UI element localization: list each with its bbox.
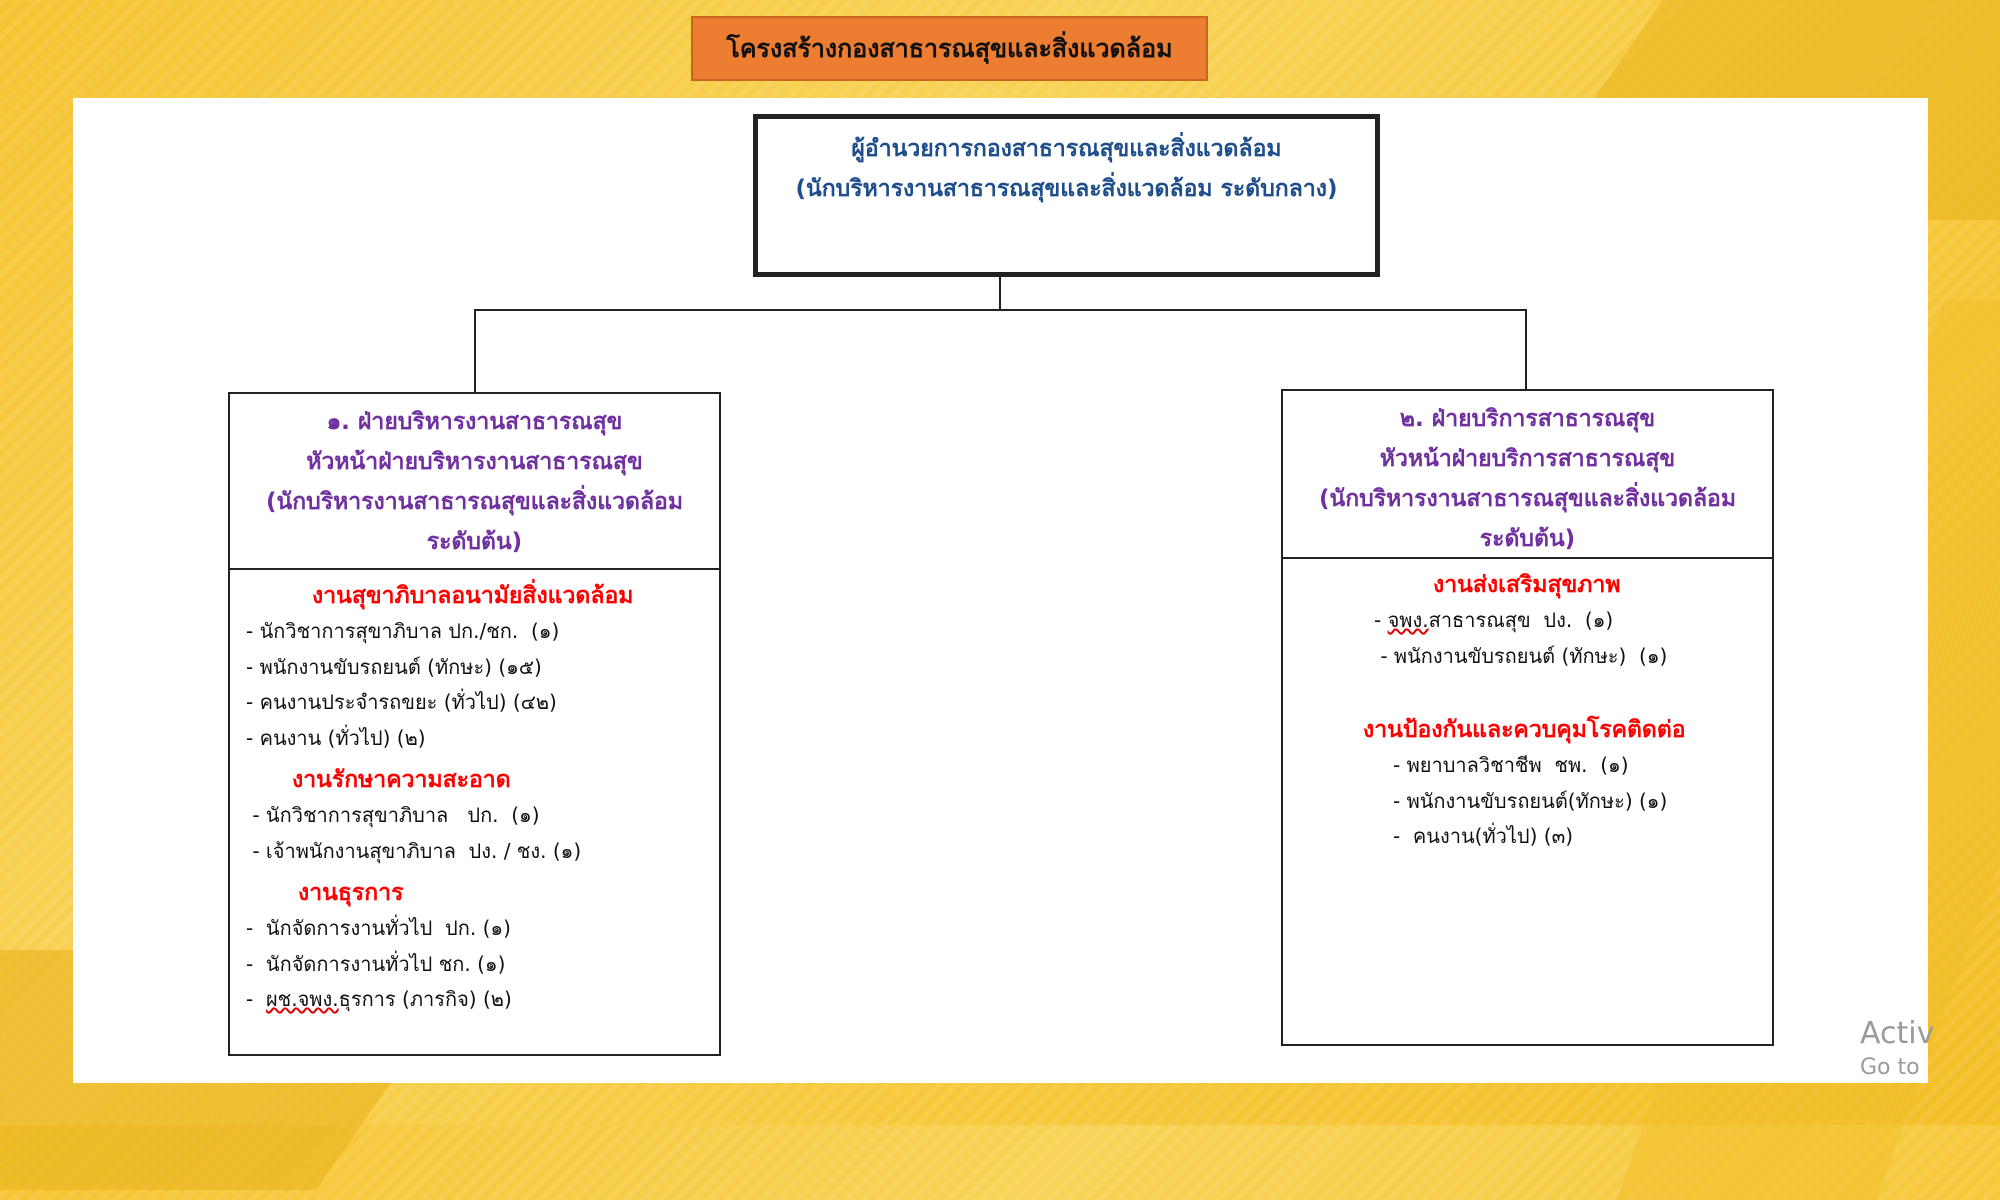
list-item-prefix: - <box>246 987 266 1011</box>
section-list: งานสุขาภิบาลอนามัยสิ่งแวดล้อม - นักวิชาก… <box>246 578 711 1018</box>
connector-vertical-main <box>999 277 1001 309</box>
list-item: - คนงาน (ทั่วไป) (๒) <box>246 725 426 750</box>
director-title: ผู้อำนวยการกองสาธารณสุขและสิ่งแวดล้อม <box>851 136 1282 162</box>
watermark-line: Go to <box>1860 1055 1920 1080</box>
director-subtitle: (นักบริหารงานสาธารณสุขและสิ่งแวดล้อม ระด… <box>795 176 1338 202</box>
divider <box>1283 557 1772 559</box>
divider <box>230 568 719 570</box>
division-box-administration: ๑. ฝ่ายบริหารงานสาธารณสุข หัวหน้าฝ่ายบริ… <box>228 392 721 1056</box>
section-title: งานธุรการ <box>298 880 404 906</box>
spellcheck-underlined-text: จพง. <box>1387 608 1429 632</box>
division-name: ๑. ฝ่ายบริหารงานสาธารณสุข <box>326 409 623 435</box>
list-item: - พนักงานขับรถยนต์(ทักษะ) (๑) <box>1393 788 1668 813</box>
section-title: งานส่งเสริมสุขภาพ <box>1433 572 1621 598</box>
list-item: - นักจัดการงานทั่วไป ชก. (๑) <box>246 951 506 976</box>
division-head-level: ระดับต้น) <box>426 529 523 555</box>
division-header: ๑. ฝ่ายบริหารงานสาธารณสุข หัวหน้าฝ่ายบริ… <box>230 402 719 562</box>
list-item: - นักวิชาการสุขาภิบาล ปก./ชก. (๑) <box>246 619 560 643</box>
list-item: - พยาบาลวิชาชีพ ชพ. (๑) <box>1393 753 1629 777</box>
section-list: งานส่งเสริมสุขภาพ - จพง.สาธารณสุข ปง. (๑… <box>1283 567 1772 855</box>
spellcheck-underlined-text: ผช.จพง. <box>265 987 339 1011</box>
list-item-prefix: - <box>1374 608 1388 632</box>
list-item: - นักจัดการงานทั่วไป ปก. (๑) <box>246 916 511 940</box>
list-item: - ผช.จพง.ธุรการ (ภารกิจ) (๒) <box>246 982 711 1018</box>
section-title: งานรักษาความสะอาด <box>292 767 511 793</box>
division-head-position: (นักบริหารงานสาธารณสุขและสิ่งแวดล้อม <box>265 489 684 515</box>
list-item-text: ธุรการ (ภารกิจ) (๒) <box>338 987 512 1011</box>
division-head-level: ระดับต้น) <box>1479 526 1576 552</box>
division-head-position: (นักบริหารงานสาธารณสุขและสิ่งแวดล้อม <box>1318 486 1737 512</box>
activation-watermark: Activ Go to <box>1860 1015 1934 1083</box>
connector-horizontal <box>474 309 1527 311</box>
list-item: - พนักงานขับรถยนต์ (ทักษะ) (๑๕) <box>246 654 542 679</box>
list-item: - คนงาน(ทั่วไป) (๓) <box>1393 824 1574 848</box>
division-head-title: หัวหน้าฝ่ายบริการสาธารณสุข <box>1379 446 1676 472</box>
org-chart-panel: ผู้อำนวยการกองสาธารณสุขและสิ่งแวดล้อม (น… <box>73 98 1928 1083</box>
director-box: ผู้อำนวยการกองสาธารณสุขและสิ่งแวดล้อม (น… <box>753 114 1380 277</box>
division-name: ๒. ฝ่ายบริการสาธารณสุข <box>1399 406 1656 432</box>
list-item: - นักวิชาการสุขาภิบาล ปก. (๑) <box>246 803 540 827</box>
page-title: โครงสร้างกองสาธารณสุขและสิ่งแวดล้อม <box>691 16 1208 81</box>
section-title: งานป้องกันและควบคุมโรคติดต่อ <box>1363 717 1686 743</box>
division-head-title: หัวหน้าฝ่ายบริหารงานสาธารณสุข <box>306 449 643 475</box>
section-title: งานสุขาภิบาลอนามัยสิ่งแวดล้อม <box>312 583 634 609</box>
list-item-text: สาธารณสุข ปง. (๑) <box>1428 608 1614 632</box>
list-item: - จพง.สาธารณสุข ปง. (๑) <box>1283 603 1772 639</box>
list-item: - พนักงานขับรถยนต์ (ทักษะ) (๑) <box>1374 643 1668 668</box>
watermark-line: Activ <box>1860 1016 1935 1051</box>
division-header: ๒. ฝ่ายบริการสาธารณสุข หัวหน้าฝ่ายบริการ… <box>1283 399 1772 559</box>
division-box-service: ๒. ฝ่ายบริการสาธารณสุข หัวหน้าฝ่ายบริการ… <box>1281 389 1774 1046</box>
list-item: - คนงานประจำรถขยะ (ทั่วไป) (๔๒) <box>246 690 557 714</box>
list-item: - เจ้าพนักงานสุขาภิบาล ปง. / ชง. (๑) <box>246 838 582 863</box>
